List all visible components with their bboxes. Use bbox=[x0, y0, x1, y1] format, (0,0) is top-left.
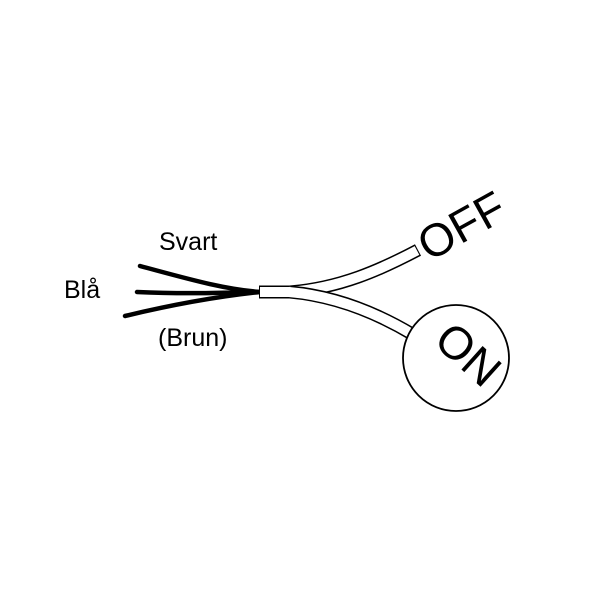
blue-wire-label: Blå bbox=[64, 276, 100, 304]
black-wire-label: Svart bbox=[159, 228, 217, 256]
off-lead bbox=[288, 244, 422, 299]
brown-wire bbox=[122, 289, 263, 319]
black-wire bbox=[137, 263, 263, 295]
off-label: OFF bbox=[409, 181, 515, 271]
on-marker-circle bbox=[402, 304, 510, 412]
conductor-wires bbox=[122, 263, 263, 319]
brown-wire-label: (Brun) bbox=[158, 324, 227, 352]
on-lead-fill bbox=[288, 287, 415, 339]
off-lead-fill bbox=[288, 246, 420, 297]
on-lead bbox=[288, 285, 416, 340]
